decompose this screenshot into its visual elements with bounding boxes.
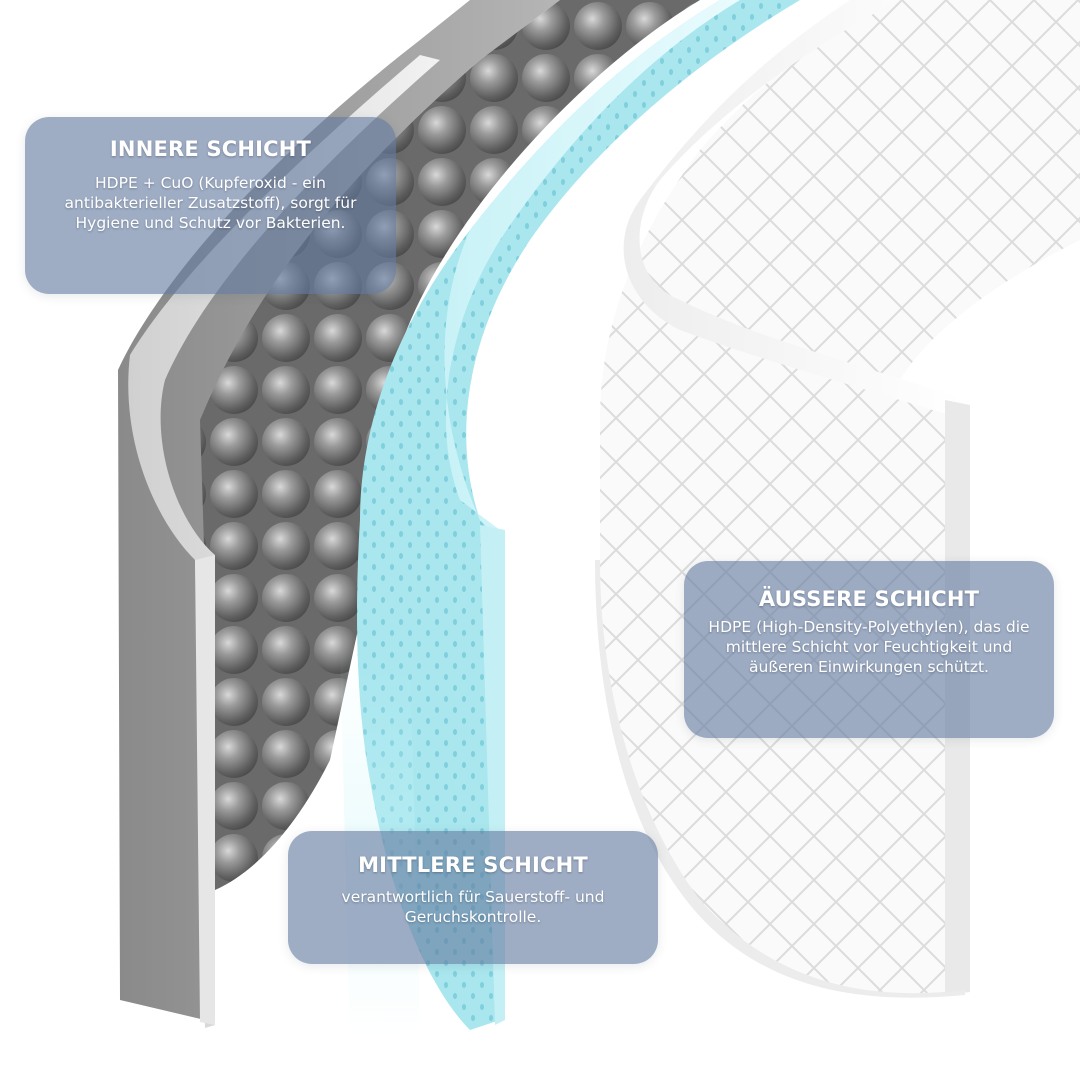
middle-layer-edge [444, 0, 740, 540]
outer-layer-edge [623, 0, 965, 420]
callout-middle-body: verantwortlich für Sauerstoff- und Geruc… [341, 888, 605, 927]
callout-outer-layer: ÄUSSERE SCHICHT HDPE (High-Density-Polye… [684, 561, 1054, 738]
outer-layer-surface [600, 0, 1080, 994]
callout-outer-body: HDPE (High-Density-Polyethylen), das die… [708, 618, 1030, 677]
callout-inner-layer: INNERE SCHICHT HDPE + CuO (Kupferoxid - … [25, 117, 396, 294]
callout-middle-title: MITTLERE SCHICHT [358, 853, 588, 877]
callout-middle-layer: MITTLERE SCHICHT verantwortlich für Saue… [288, 831, 658, 964]
callout-outer-title: ÄUSSERE SCHICHT [758, 587, 980, 611]
callout-inner-body: HDPE + CuO (Kupferoxid - ein antibakteri… [64, 174, 357, 233]
callout-inner-title: INNERE SCHICHT [109, 137, 312, 161]
